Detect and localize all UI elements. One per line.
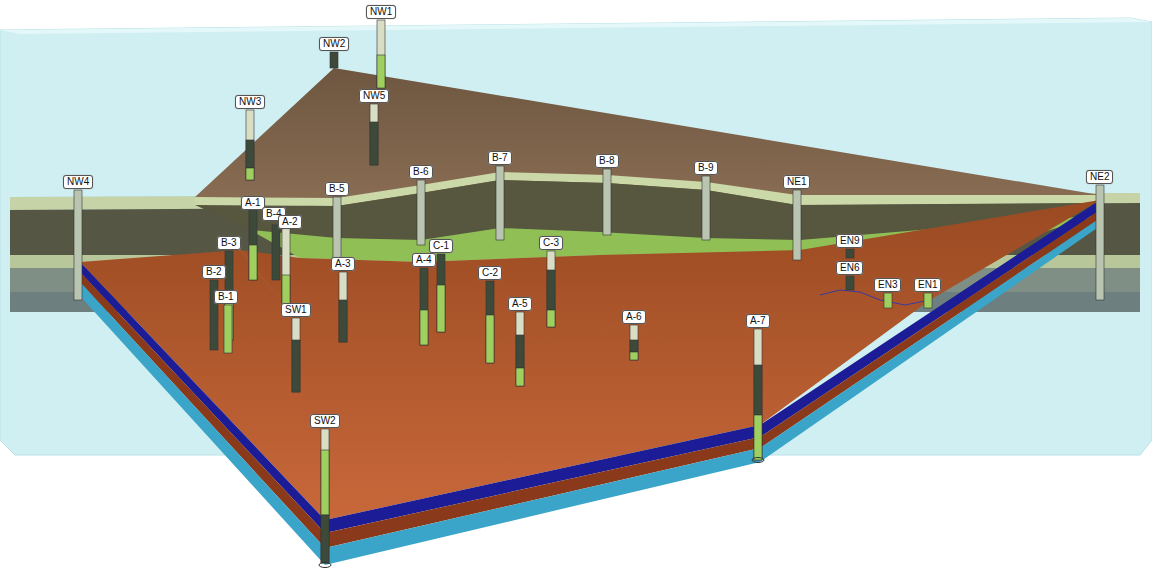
borehole-tag: EN3 bbox=[874, 278, 901, 292]
borehole-name: NW2 bbox=[323, 38, 345, 49]
borehole-tag: NE1 bbox=[783, 175, 810, 189]
borehole-tag: A-5 bbox=[508, 297, 532, 311]
borehole-tag: NW5 bbox=[359, 89, 389, 103]
borehole-name: NE1 bbox=[787, 176, 806, 187]
borehole-tag: B-2 bbox=[202, 265, 226, 279]
borehole-name: SW1 bbox=[285, 304, 307, 315]
borehole-name: NW3 bbox=[239, 96, 261, 107]
borehole-name: C-1 bbox=[433, 240, 449, 251]
borehole-tag: B-1 bbox=[214, 290, 238, 304]
borehole-name: SW2 bbox=[314, 415, 336, 426]
borehole-name: NW1 bbox=[370, 6, 392, 17]
borehole-name: B-8 bbox=[599, 155, 615, 166]
borehole-name: NW4 bbox=[67, 176, 89, 187]
borehole-name: B-9 bbox=[698, 162, 714, 173]
borehole-name: A-3 bbox=[335, 258, 351, 269]
borehole-tag: A-2 bbox=[278, 215, 302, 229]
borehole-name: B-7 bbox=[492, 152, 508, 163]
borehole-tag: C-2 bbox=[478, 266, 502, 280]
borehole-tag: B-5 bbox=[325, 182, 349, 196]
borehole-tag: A-1 bbox=[241, 196, 265, 210]
borehole-tag: NE2 bbox=[1086, 170, 1113, 184]
borehole-tag: NW2 bbox=[319, 37, 349, 51]
borehole-tag: A-4 bbox=[412, 253, 436, 267]
borehole-name: B-5 bbox=[329, 183, 345, 194]
borehole-name: NW5 bbox=[363, 90, 385, 101]
borehole-tag: B-8 bbox=[595, 154, 619, 168]
borehole-name: A-4 bbox=[416, 254, 432, 265]
borehole-tag: B-7 bbox=[488, 151, 512, 165]
borehole-tag: NW3 bbox=[235, 95, 265, 109]
borehole-tag: A-7 bbox=[746, 314, 770, 328]
borehole-name: C-2 bbox=[482, 267, 498, 278]
borehole-name: B-3 bbox=[221, 237, 237, 248]
borehole-name: A-1 bbox=[245, 197, 261, 208]
borehole-name: B-1 bbox=[218, 291, 234, 302]
borehole-name: B-2 bbox=[206, 266, 222, 277]
borehole-tag: EN9 bbox=[836, 234, 863, 248]
borehole-name: A-5 bbox=[512, 298, 528, 309]
borehole-tag: SW2 bbox=[310, 414, 340, 428]
borehole-tag: NW4 bbox=[63, 175, 93, 189]
borehole-name: EN9 bbox=[840, 235, 859, 246]
borehole-tag: A-6 bbox=[622, 310, 646, 324]
borehole-tag: EN6 bbox=[836, 261, 863, 275]
borehole-tag: NW1 bbox=[366, 5, 396, 19]
borehole-name: C-3 bbox=[543, 237, 559, 248]
borehole-tag: C-3 bbox=[539, 236, 563, 250]
borehole-name: EN1 bbox=[918, 279, 937, 290]
borehole-tag: B-6 bbox=[409, 165, 433, 179]
borehole-name: NE2 bbox=[1090, 171, 1109, 182]
borehole-name: EN6 bbox=[840, 262, 859, 273]
borehole-tag: A-3 bbox=[331, 257, 355, 271]
borehole-tag: B-3 bbox=[217, 236, 241, 250]
borehole-tag: EN1 bbox=[914, 278, 941, 292]
borehole-tag: SW1 bbox=[281, 303, 311, 317]
borehole-name: A-6 bbox=[626, 311, 642, 322]
borehole-tag: C-1 bbox=[429, 239, 453, 253]
borehole-name: EN3 bbox=[878, 279, 897, 290]
borehole-name: A-2 bbox=[282, 216, 298, 227]
borehole-tag: B-9 bbox=[694, 161, 718, 175]
borehole-name: B-6 bbox=[413, 166, 429, 177]
borehole-name: A-7 bbox=[750, 315, 766, 326]
